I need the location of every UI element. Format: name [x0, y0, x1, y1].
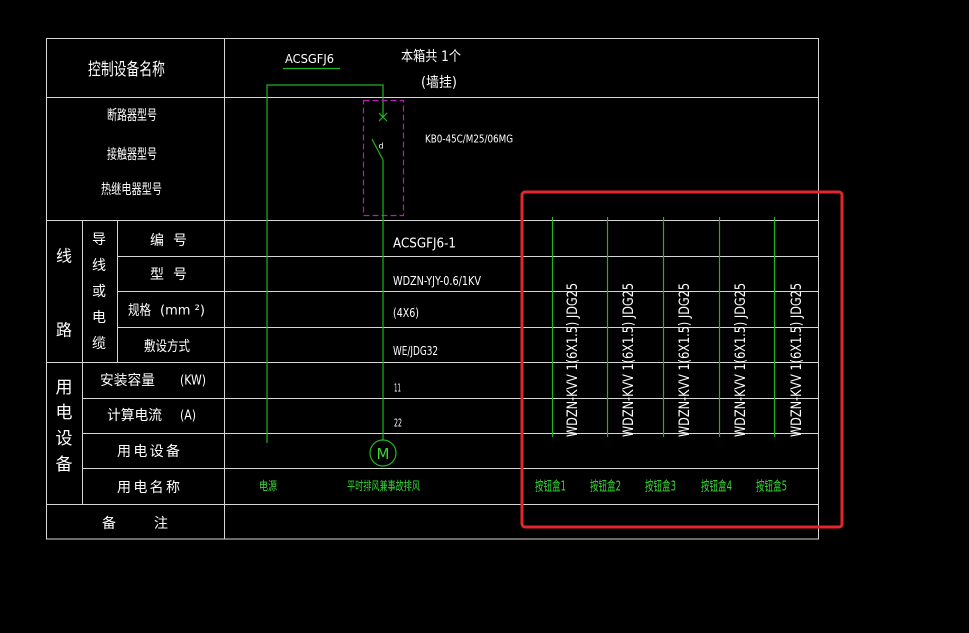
contactor-model-label: 接触器型号	[107, 146, 157, 163]
label-column: 控制设备名称 断路器型号 接触器型号 热继电器型号 线 路 导 线 或 电 缆 …	[56, 60, 207, 532]
spec-unit-label: (mm ²)	[160, 304, 205, 319]
laying-method-label: 敷设方式	[144, 339, 190, 355]
control-cable-spec: WDZN-KVV 1(6X1.5) JDG25	[621, 283, 637, 437]
box-count: 本箱共 1个	[401, 49, 461, 65]
breaker-model-label: 断路器型号	[107, 108, 157, 124]
remarks-label: 备 注	[102, 515, 168, 532]
type-label: 型 号	[150, 267, 187, 283]
load-name-label: 用 电 名 称	[117, 480, 180, 496]
installed-capacity-value: 11	[394, 382, 401, 395]
table-border	[46, 38, 819, 540]
calculated-current-value: 22	[394, 417, 402, 430]
load-group-label-char: 电	[56, 403, 73, 423]
breaker-symbol: d	[371, 112, 388, 161]
breaker-cross-stroke	[378, 112, 388, 122]
calculated-current-unit: (A)	[180, 409, 196, 424]
installed-capacity-label: 安装容量	[100, 372, 155, 389]
control-circuits: WDZN-KVV 1(6X1.5) JDG25 WDZN-KVV 1(6X1.5…	[535, 217, 805, 495]
calculated-current-label: 计算电流	[107, 408, 162, 424]
circuit-number: ACSGFJ6-1	[393, 237, 456, 252]
button-box-name: 按钮盒5	[756, 479, 787, 495]
line-group-label-char: 线	[56, 247, 72, 266]
conductor-label-char: 缆	[92, 336, 106, 352]
breaker-moving-contact	[371, 138, 384, 161]
power-circuit: d M KB0-45C/M25/06MG	[266, 84, 513, 467]
number-label: 编 号	[150, 233, 187, 249]
line-group-label-char: 路	[56, 321, 72, 340]
conductor-label-char: 导	[92, 232, 106, 248]
box-code: ACSGFJ6	[285, 52, 334, 66]
button-box-name: 按钮盒2	[590, 479, 621, 495]
motor-symbol	[369, 439, 397, 467]
equipment-label: 用 电 设 备	[117, 443, 180, 460]
installed-capacity-unit: (KW)	[180, 374, 206, 389]
highlight-annotation-box	[520, 190, 844, 529]
control-cable-spec: WDZN-KVV 1(6X1.5) JDG25	[733, 283, 749, 437]
conductor-label-char: 线	[92, 258, 106, 274]
control-cable-spec: WDZN-KVV 1(6X1.5) JDG25	[677, 283, 693, 437]
device-name-label: 控制设备名称	[88, 60, 165, 80]
control-cable-spec: WDZN-KVV 1(6X1.5) JDG25	[789, 283, 805, 437]
thermal-relay-model-label: 热继电器型号	[101, 182, 162, 198]
button-box-name: 按钮盒4	[701, 479, 732, 495]
cable-spec: (4X6)	[393, 306, 419, 320]
button-box-name: 按钮盒1	[535, 479, 566, 495]
load-name-power-source: 电源	[259, 479, 277, 493]
breaker-model: KB0-45C/M25/06MG	[425, 133, 513, 146]
control-cable-spec: WDZN-KVV 1(6X1.5) JDG25	[565, 283, 581, 437]
circuit-values: ACSGFJ6-1 WDZN-YJY-0.6/1KV (4X6) WE/JDG3…	[259, 237, 482, 494]
button-box-name: 按钮盒3	[645, 479, 676, 495]
mounting-type: (墙挂)	[421, 75, 457, 91]
load-group-label-char: 设	[56, 429, 73, 449]
conductor-label-char: 或	[92, 284, 106, 300]
motor-symbol-letter: M	[377, 445, 390, 463]
laying-method: WE/JDG32	[393, 344, 438, 358]
load-group-label-char: 备	[56, 455, 73, 475]
cable-type: WDZN-YJY-0.6/1KV	[393, 274, 482, 288]
table-grid	[46, 38, 819, 540]
load-name-exhaust-fan: 平时排风兼事故排风	[347, 478, 420, 493]
spec-label: 规格	[128, 303, 151, 319]
breaker-contact-mark: d	[378, 142, 383, 151]
load-group-label-char: 用	[56, 378, 73, 398]
header-content: ACSGFJ6 本箱共 1个 (墙挂)	[283, 49, 461, 91]
conductor-label-char: 电	[92, 310, 106, 326]
